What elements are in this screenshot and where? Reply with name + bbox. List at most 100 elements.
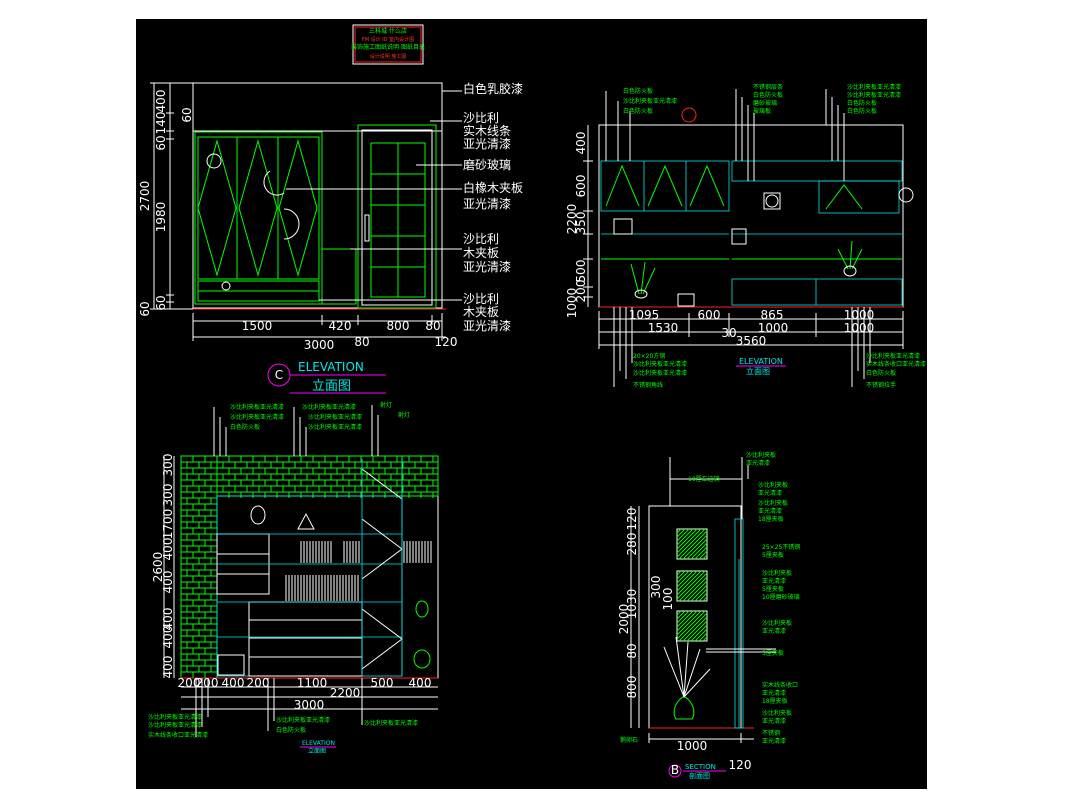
v3-label-bottom-2: 沙比利夹板亚光清漆 xyxy=(148,721,202,729)
dim-v1-60d: 60 xyxy=(138,301,152,316)
glass-hatch xyxy=(676,570,706,600)
v4-label-12: 5厘夹板 xyxy=(762,585,784,593)
glass-hatch xyxy=(682,616,708,642)
v4-label-10: 沙比利夹板 xyxy=(762,569,792,577)
elevation-view-shelving: 沙比利夹板亚光清漆 沙比利夹板亚光清漆 白色防火板 沙比利夹板亚光清漆 沙比利夹… xyxy=(148,401,439,755)
label-matte-varnish-2: 亚光清漆 xyxy=(463,197,511,211)
glass-hatch xyxy=(682,534,708,560)
glass-hatch xyxy=(690,624,708,642)
glass-hatch xyxy=(676,610,706,640)
glass-hatch xyxy=(686,538,708,560)
dim-v1-140: 140 xyxy=(154,112,168,135)
v4-label-22: 不锈钢 xyxy=(762,729,780,737)
view3-title-en: ELEVATION xyxy=(302,740,335,747)
glass-hatch xyxy=(676,570,698,592)
v2-label-top-left-3: 白色防火板 xyxy=(623,107,653,115)
dim-v2-200: 200 xyxy=(574,280,588,303)
v4-label-7: 18厘夹板 xyxy=(758,515,784,523)
v4-label-1: 亚光清漆 xyxy=(746,459,770,467)
v3-label-top-1: 沙比利夹板亚光清漆 xyxy=(230,403,284,411)
glass-hatch xyxy=(698,592,708,602)
dim-h2-1095: 1095 xyxy=(629,308,660,322)
dim-h2-1530: 1530 xyxy=(648,321,679,335)
glass-hatch xyxy=(676,528,686,538)
v2-label-bottom-left-1: 20×20方钢 xyxy=(633,352,665,360)
glass-hatch xyxy=(686,620,708,642)
marker-circle-b xyxy=(668,764,682,778)
glass-hatch xyxy=(676,570,702,596)
dim-h3-200b: 200 xyxy=(196,676,219,690)
glass-hatch xyxy=(702,554,708,560)
title-line-4: 设计说明 施工图 xyxy=(370,53,407,60)
v3-label-top-3: 白色防火板 xyxy=(230,423,260,431)
v4-label-21: 亚光清漆 xyxy=(762,717,786,725)
dim-v4-1030: 1030 xyxy=(625,589,639,620)
v4-label-8: 25×25不锈钢 xyxy=(762,543,800,551)
dim-v1-2700: 2700 xyxy=(138,181,152,212)
v4-label-floor: 鹅卵石 xyxy=(620,736,638,744)
dim-h3-3000: 3000 xyxy=(294,698,325,712)
view1-title-cn: 立面图 xyxy=(312,379,351,394)
title-line-3: 装饰施工图纸说明 图纸目录 xyxy=(351,43,425,51)
v4-label-9: 5厘夹板 xyxy=(762,551,784,559)
glass-hatch xyxy=(686,580,708,602)
v2-label-top-right-6: 沙比利夹板亚光清漆 xyxy=(847,91,901,99)
dim-v2-1000: 1000 xyxy=(565,288,579,319)
label-solid-wood-trim: 实木线条 xyxy=(463,123,511,138)
v4-label-0: 沙比利夹板 xyxy=(746,451,776,459)
v2-label-top-left-1: 白色防火板 xyxy=(623,87,653,95)
v3-label-bottom-6: 沙比利夹板亚光清漆 xyxy=(364,719,418,727)
marker-b: B xyxy=(671,763,679,777)
label-matte-varnish-3: 亚光清漆 xyxy=(463,260,511,274)
title-line-1: 三科城 什么店 xyxy=(369,27,407,35)
dim-v4-120: 120 xyxy=(625,508,639,531)
dim-h2-865: 865 xyxy=(761,308,784,322)
glass-hatch xyxy=(676,610,702,636)
dim-h3-1100: 1100 xyxy=(297,676,328,690)
label-plywood-1: 木夹板 xyxy=(463,246,499,260)
dim-h1-1500: 1500 xyxy=(242,319,273,333)
v4-label-14: 沙比利夹板 xyxy=(762,619,792,627)
view3-title-cn: 立面图 xyxy=(308,747,326,755)
glass-hatch xyxy=(676,528,690,542)
v4-label-11: 亚光清漆 xyxy=(762,577,786,585)
drawing-canvas[interactable]: 三科城 什么店 FM 设计 ID 室内设计图 装饰施工图纸说明 图纸目录 设计说… xyxy=(136,19,927,789)
elevation-view-c: 白色乳胶漆 沙比利 实木线条 亚光清漆 磨砂玻璃 白橡木夹板 亚光清漆 沙比利 … xyxy=(138,81,523,394)
v3-label-top-2: 沙比利夹板亚光清漆 xyxy=(230,413,284,421)
glass-hatch xyxy=(690,584,708,602)
dim-h2-3560: 3560 xyxy=(736,334,767,348)
v2-label-bottom-right-1: 沙比利夹板亚光清漆 xyxy=(866,352,920,360)
dim-v2-400: 400 xyxy=(574,132,588,155)
title-block: 三科城 什么店 FM 设计 ID 室内设计图 装饰施工图纸说明 图纸目录 设计说… xyxy=(351,24,425,65)
glass-hatch xyxy=(690,542,708,560)
v4-label-2: 10厘车边镜 xyxy=(688,475,720,483)
dim-v3-400e: 400 xyxy=(161,656,175,679)
glass-hatch xyxy=(676,528,682,534)
glass-hatch xyxy=(698,632,708,642)
view2-title-cn: 立面图 xyxy=(746,366,770,376)
v4-label-20: 沙比利夹板 xyxy=(762,709,792,717)
glass-hatch xyxy=(678,612,708,642)
glass-hatch xyxy=(676,528,702,554)
dim-h1-3000: 3000 xyxy=(304,338,335,352)
dim-v3-400d: 400 xyxy=(161,626,175,649)
v4-label-6: 亚光清漆 xyxy=(758,507,782,515)
v4-label-17: 实木线条收口 xyxy=(762,681,798,689)
v2-label-top-right-5: 沙比利夹板亚光清漆 xyxy=(847,83,901,91)
v3-label-bottom-3: 实木线条收口亚光清漆 xyxy=(148,731,208,739)
dim-v1-400: 400 xyxy=(154,90,168,113)
dim-h4-1000: 1000 xyxy=(677,739,708,753)
label-sapele-3: 沙比利 xyxy=(463,292,499,306)
dim-v3-400a: 400 xyxy=(161,538,175,561)
label-sapele-1: 沙比利 xyxy=(463,111,499,125)
view2-title-en: ELEVATION xyxy=(739,357,783,366)
v2-label-bottom-right-2: 实木线条收口亚光清漆 xyxy=(866,360,926,368)
dim-v2-500: 500 xyxy=(574,260,588,283)
glass-hatch xyxy=(676,570,686,580)
v4-label-13: 10厘磨砂玻璃 xyxy=(762,593,800,601)
v4-label-5: 沙比利夹板 xyxy=(758,499,788,507)
v3-label-bottom-5: 白色防火板 xyxy=(276,726,306,734)
glass-hatch xyxy=(682,576,708,602)
dim-h1-420: 420 xyxy=(329,319,352,333)
view1-title-en: ELEVATION xyxy=(298,360,364,374)
